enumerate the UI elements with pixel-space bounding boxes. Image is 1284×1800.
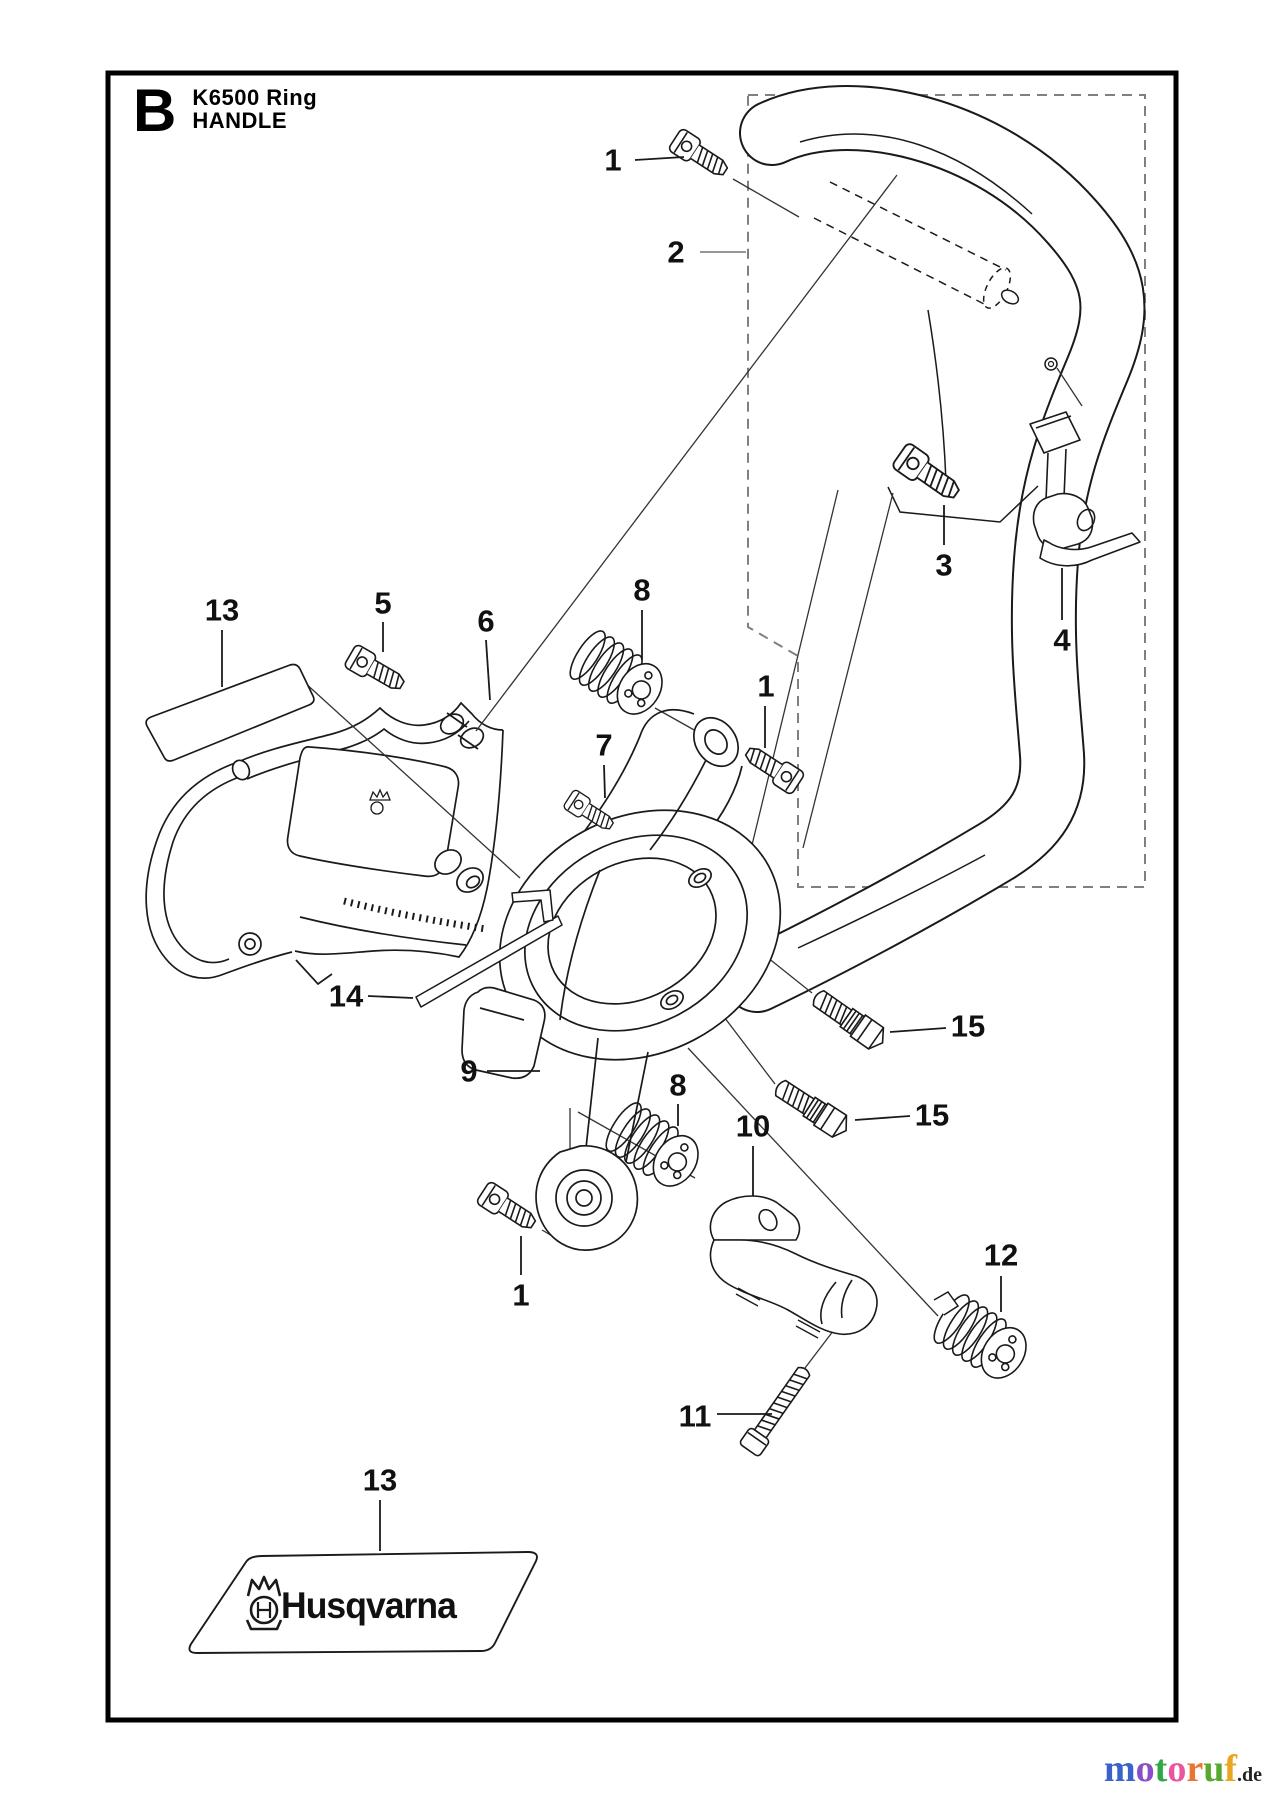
section-letter: B <box>133 77 177 144</box>
watermark-letter: u <box>1203 1748 1225 1790</box>
part-callout-11: 11 <box>678 1398 712 1434</box>
part-callout-1-bottom: 1 <box>512 1277 530 1313</box>
part-callout-6: 6 <box>477 603 495 639</box>
screw-part-3 <box>890 441 966 507</box>
part-callout-13-bottom: 13 <box>362 1462 398 1498</box>
part-callout-4: 4 <box>1053 622 1071 658</box>
bolt-part-15-lower <box>769 1074 854 1143</box>
part-callout-13-top: 13 <box>204 592 240 628</box>
husqvarna-decal-text: Husqvarna <box>281 1585 457 1626</box>
part-callout-1-mid: 1 <box>757 668 775 704</box>
part-callout-12: 12 <box>983 1237 1019 1273</box>
part-callout-15-lower: 15 <box>914 1097 950 1133</box>
bolt-part-11 <box>738 1361 817 1458</box>
part-callout-2: 2 <box>667 234 685 270</box>
bolt-part-15-upper <box>807 984 891 1055</box>
leader-lines <box>221 156 1063 1551</box>
decal-bottom-drawing <box>188 1551 538 1654</box>
screw-part-5 <box>342 642 410 698</box>
front-handle-cover-drawing <box>145 701 504 986</box>
damper-12-stud <box>933 1291 960 1316</box>
model-name: K6500 Ring <box>192 85 318 110</box>
screw-part-1-bottom <box>474 1179 542 1237</box>
locking-bar-drawing <box>415 889 563 1008</box>
part-callout-8-top: 8 <box>633 572 651 608</box>
assembly-boundary-dashed <box>747 94 1146 888</box>
part-callout-10: 10 <box>735 1108 771 1144</box>
part-callout-7: 7 <box>595 727 613 763</box>
clamp-drawing <box>709 1195 878 1339</box>
watermark-letter: t <box>1154 1748 1168 1790</box>
part-callout-15-upper: 15 <box>950 1008 986 1044</box>
decal-top-drawing <box>145 663 315 762</box>
watermark-suffix: .de <box>1236 1764 1262 1786</box>
watermark-letter: r <box>1186 1748 1204 1790</box>
page-frame-border <box>105 70 1179 1723</box>
part-callout-14: 14 <box>328 978 364 1014</box>
part-callout-9: 9 <box>460 1053 478 1089</box>
watermark-letter: o <box>1135 1748 1155 1790</box>
husqvarna-crown-icon <box>245 1575 283 1631</box>
watermark-letter: f <box>1224 1748 1237 1790</box>
screw-part-1-mid <box>739 739 807 797</box>
part-callout-1-top: 1 <box>604 142 622 178</box>
part-callout-3: 3 <box>935 547 953 583</box>
ring-bracket-drawing <box>461 709 782 1251</box>
screw-part-1-top <box>666 126 734 184</box>
header-text: K6500 Ring HANDLE <box>192 84 317 132</box>
part-callout-5: 5 <box>374 585 392 621</box>
section-title: HANDLE <box>192 108 288 133</box>
motoruf-watermark: motoruf.de <box>1104 1750 1262 1788</box>
part-callout-8-bottom: 8 <box>669 1067 687 1103</box>
throttle-mount-drawing <box>1029 411 1141 567</box>
watermark-letter: m <box>1104 1748 1136 1790</box>
diagram-header: B K6500 Ring HANDLE <box>133 77 317 144</box>
watermark-letter: o <box>1167 1748 1187 1790</box>
watermark-letters: motoruf <box>1104 1748 1237 1790</box>
